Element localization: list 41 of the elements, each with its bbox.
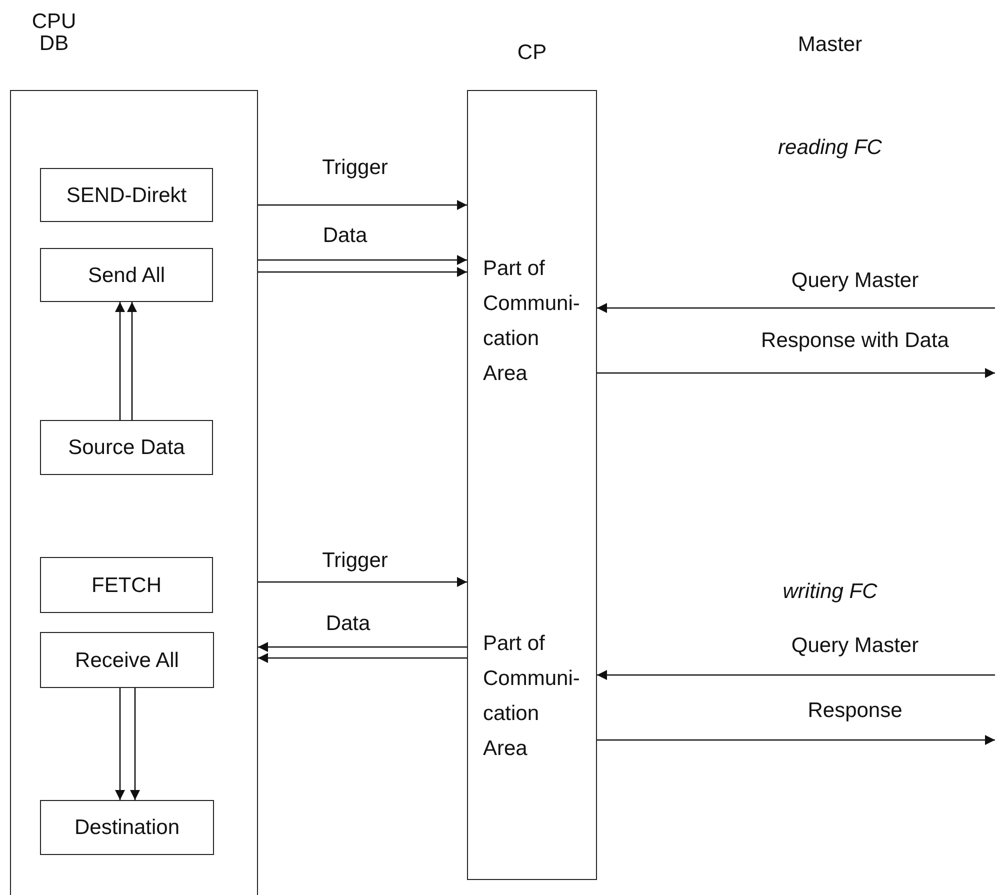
edge-label: Query Master: [791, 268, 919, 294]
edge-label: Response: [808, 698, 902, 724]
process-box: [40, 557, 213, 613]
area-text: Part of Communi- cation Area: [483, 631, 581, 762]
box-label: Send All: [86, 263, 166, 289]
edge-label: Data: [326, 611, 370, 637]
section-label: writing FC: [782, 579, 878, 605]
arrow: [115, 302, 125, 420]
edge-label: Response with Data: [761, 328, 949, 354]
arrow: [130, 688, 140, 800]
edge-label: Trigger: [322, 155, 388, 181]
arrow: [258, 255, 467, 265]
arrow: [258, 267, 467, 277]
arrow: [127, 302, 137, 420]
edge-label: Query Master: [791, 633, 919, 659]
arrow: [597, 303, 995, 313]
process-box: [40, 632, 214, 688]
arrow: [258, 642, 467, 652]
column-heading: Master: [798, 32, 862, 58]
column-heading: CP: [516, 40, 548, 66]
arrow: [258, 200, 467, 210]
arrow: [597, 368, 995, 378]
box-label: FETCH: [90, 573, 162, 599]
box-label: SEND-Direkt: [65, 183, 188, 209]
box-label: Receive All: [74, 648, 180, 674]
arrow: [115, 688, 125, 800]
arrow: [258, 577, 467, 587]
edge-label: Trigger: [322, 548, 388, 574]
process-box: [40, 168, 213, 222]
edge-label: Data: [322, 223, 368, 249]
column-heading: CPU DB: [30, 11, 78, 55]
area-text: Part of Communi- cation Area: [483, 256, 581, 387]
process-box: [40, 420, 213, 475]
process-box: [40, 800, 214, 855]
process-box: [40, 248, 213, 302]
arrow: [597, 670, 995, 680]
arrow: [258, 653, 467, 663]
box-label: Destination: [73, 815, 181, 841]
arrow: [597, 735, 995, 745]
section-label: reading FC: [778, 135, 882, 161]
box-label: Source Data: [67, 435, 186, 461]
